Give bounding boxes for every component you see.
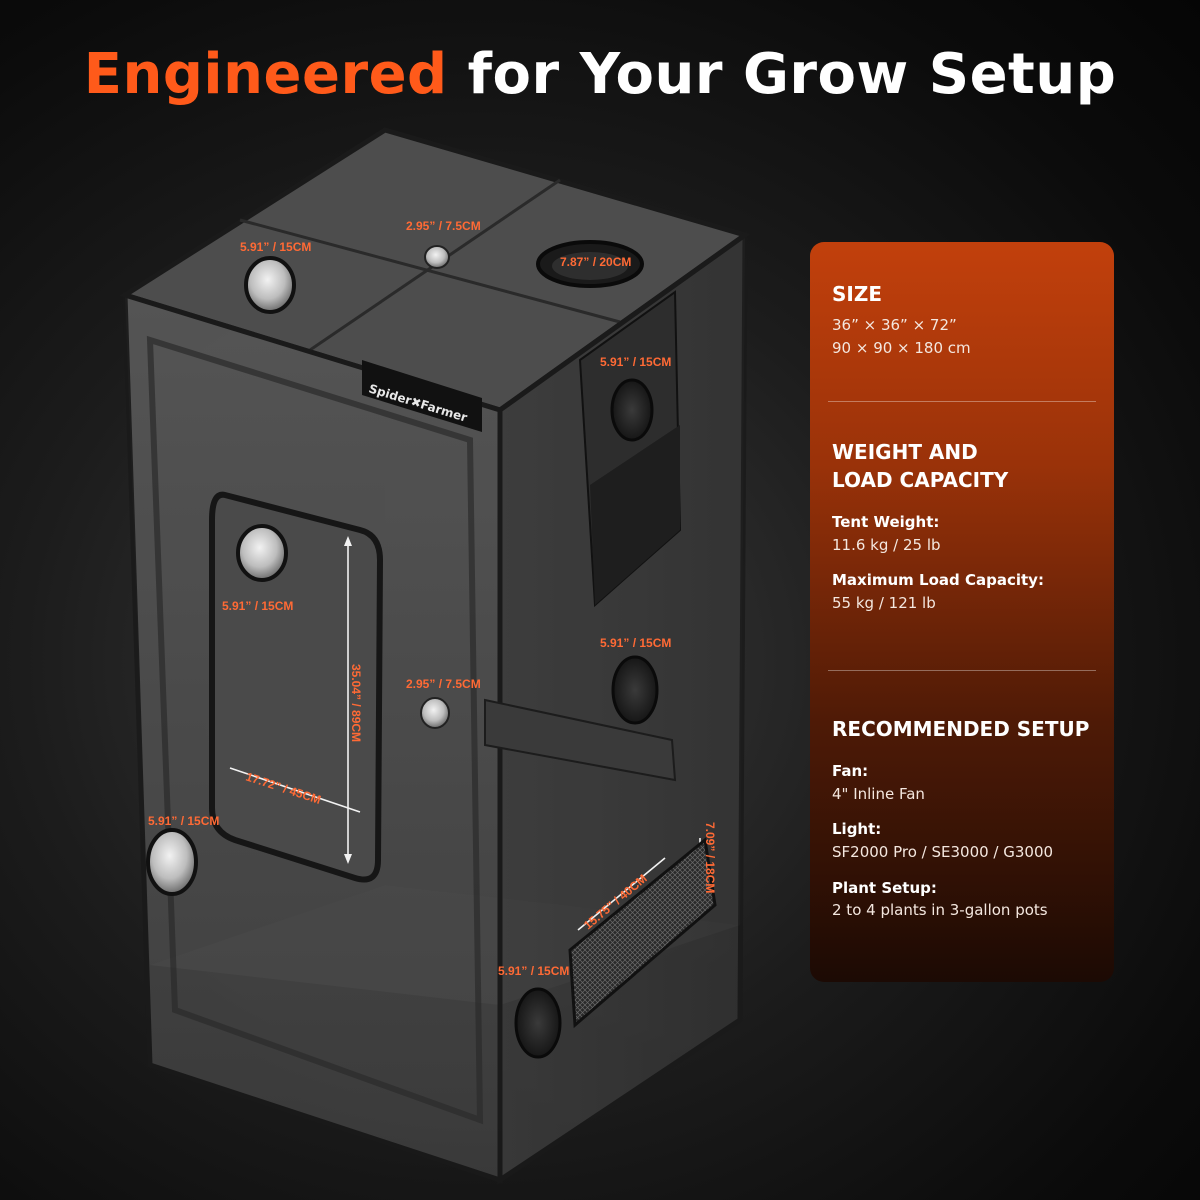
top-vent-small: [424, 245, 450, 269]
top-seam: [239, 218, 621, 324]
side-port-mid: [611, 655, 659, 725]
setup-plants: Plant Setup: 2 to 4 plants in 3-gallon p…: [832, 878, 1092, 922]
top-fan-hole-inner: [552, 252, 628, 280]
side-port-bottom: [514, 987, 562, 1059]
fan-value: 4" Inline Fan: [832, 784, 925, 803]
window-width-line: [229, 767, 361, 813]
side-mesh-vent: [568, 837, 717, 1029]
headline: Engineered for Your Grow Setup: [0, 42, 1200, 107]
fan-label: Fan:: [832, 762, 869, 780]
dim-top-port-left: 5.91” / 15CM: [240, 240, 311, 254]
tent-weight-value: 11.6 kg / 25 lb: [832, 535, 941, 554]
setup-light: Light: SF2000 Pro / SE3000 / G3000: [832, 819, 1092, 863]
dim-top-fan-hole: 7.87” / 20CM: [560, 255, 631, 269]
front-door-zipper: [146, 335, 484, 1125]
dim-window-height: 35.04” / 89CM: [349, 664, 363, 742]
dim-side-bottom: 5.91” / 15CM: [498, 964, 569, 978]
size-title: SIZE: [832, 282, 883, 306]
tent-weight-label: Tent Weight:: [832, 513, 940, 531]
weight-title-line1: WEIGHT AND: [832, 440, 978, 464]
dim-mesh-height: 7.09” / 18CM: [703, 822, 717, 893]
window-height-arrow-top: [344, 536, 352, 546]
dim-window-port: 5.91” / 15CM: [222, 599, 293, 613]
divider-1: [828, 401, 1096, 402]
size-imperial: 36” × 36” × 72”: [832, 316, 957, 334]
pouch-pocket: [590, 425, 680, 605]
center-vent: [420, 697, 450, 729]
light-value: SF2000 Pro / SE3000 / G3000: [832, 843, 1054, 861]
size-metric: 90 × 90 × 180 cm: [832, 338, 971, 357]
window-height-arrow-bottom: [344, 854, 352, 864]
setup-fan: Fan: 4" Inline Fan: [832, 761, 1092, 805]
side-port-upper: [610, 378, 654, 442]
weight-section: WEIGHT AND LOAD CAPACITY Tent Weight: 11…: [832, 438, 1092, 670]
dim-center-vent: 2.95” / 7.5CM: [406, 677, 481, 691]
dim-side-mid: 5.91” / 15CM: [600, 636, 671, 650]
front-port-lower: [146, 828, 198, 896]
plants-value: 2 to 4 plants in 3-gallon pots: [832, 901, 1048, 920]
brand-tag: [362, 360, 482, 432]
dim-top-vent: 2.95” / 7.5CM: [406, 219, 481, 233]
size-section: SIZE 36” × 36” × 72” 90 × 90 × 180 cm: [832, 280, 1092, 401]
tent-weight: Tent Weight: 11.6 kg / 25 lb: [832, 512, 1092, 556]
max-load-value: 55 kg / 121 lb: [832, 594, 936, 612]
dim-side-upper: 5.91” / 15CM: [600, 355, 671, 369]
spec-panel: SIZE 36” × 36” × 72” 90 × 90 × 180 cm WE…: [810, 242, 1114, 982]
headline-accent: Engineered: [83, 42, 448, 107]
top-port-left: [244, 256, 296, 314]
mesh-width-line: [577, 857, 666, 931]
side-flap: [484, 698, 677, 782]
weight-title-line2: LOAD CAPACITY: [832, 468, 1009, 492]
setup-section: RECOMMENDED SETUP Fan: 4" Inline Fan Lig…: [832, 715, 1092, 922]
front-window: [209, 491, 384, 883]
plants-label: Plant Setup:: [832, 878, 937, 897]
setup-title: RECOMMENDED SETUP: [832, 717, 1090, 741]
max-load: Maximum Load Capacity: 55 kg / 121 lb: [832, 570, 1092, 614]
max-load-label: Maximum Load Capacity:: [832, 571, 1044, 590]
dim-front-lower: 5.91” / 15CM: [148, 814, 219, 828]
headline-rest: for Your Grow Setup: [467, 42, 1117, 107]
window-port: [236, 524, 288, 582]
divider-2: [828, 670, 1096, 671]
light-label: Light:: [832, 820, 882, 839]
